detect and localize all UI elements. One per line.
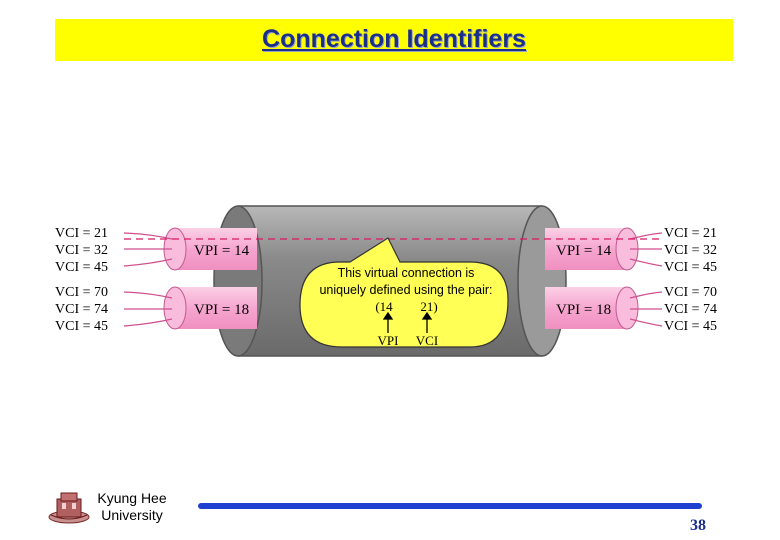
callout-bubble: [299, 237, 509, 348]
callout-label-vpi: VPI: [378, 333, 399, 348]
callout-label-vci: VCI: [416, 333, 438, 348]
vpi-label: VPI = 14: [194, 243, 250, 259]
left-vci-label: VCI = 45: [55, 319, 108, 334]
slide-title: Connection Identifiers: [262, 25, 526, 53]
vpi-label: VPI = 14: [556, 243, 612, 259]
vpi-label: VPI = 18: [194, 302, 249, 318]
university-logo-icon: [48, 492, 90, 524]
university-name-line2: University: [101, 507, 163, 523]
left-vci-label: VCI = 70: [55, 285, 108, 300]
callout-pair-close: 21): [420, 299, 437, 314]
university-name: Kyung Hee University: [88, 490, 176, 524]
arrow-head-vpi: [382, 311, 394, 320]
right-vci-label: VCI = 74: [664, 302, 717, 317]
left-vci-lines: [123, 232, 173, 327]
right-vci-lines: [629, 232, 663, 327]
title-bar: Connection Identifiers: [55, 19, 733, 61]
university-name-line1: Kyung Hee: [97, 490, 167, 506]
right-vci-label: VCI = 45: [664, 260, 717, 275]
callout-text-line1: This virtual connection is: [338, 266, 475, 280]
right-vci-label: VCI = 45: [664, 319, 717, 334]
arrow-head-vci: [421, 311, 433, 320]
callout-pair-open: (14: [375, 299, 393, 314]
page-number: 38: [690, 517, 706, 534]
callout-text-line2: uniquely defined using the pair:: [319, 283, 492, 297]
right-vci-label: VCI = 32: [664, 243, 717, 258]
left-vci-label: VCI = 74: [55, 302, 108, 317]
footer-divider: [198, 503, 702, 509]
left-vci-label: VCI = 32: [55, 243, 108, 258]
vpi-label: VPI = 18: [556, 302, 611, 318]
right-vci-label: VCI = 21: [664, 226, 717, 241]
left-vci-label: VCI = 45: [55, 260, 108, 275]
left-vci-label: VCI = 21: [55, 226, 108, 241]
right-vci-label: VCI = 70: [664, 285, 717, 300]
